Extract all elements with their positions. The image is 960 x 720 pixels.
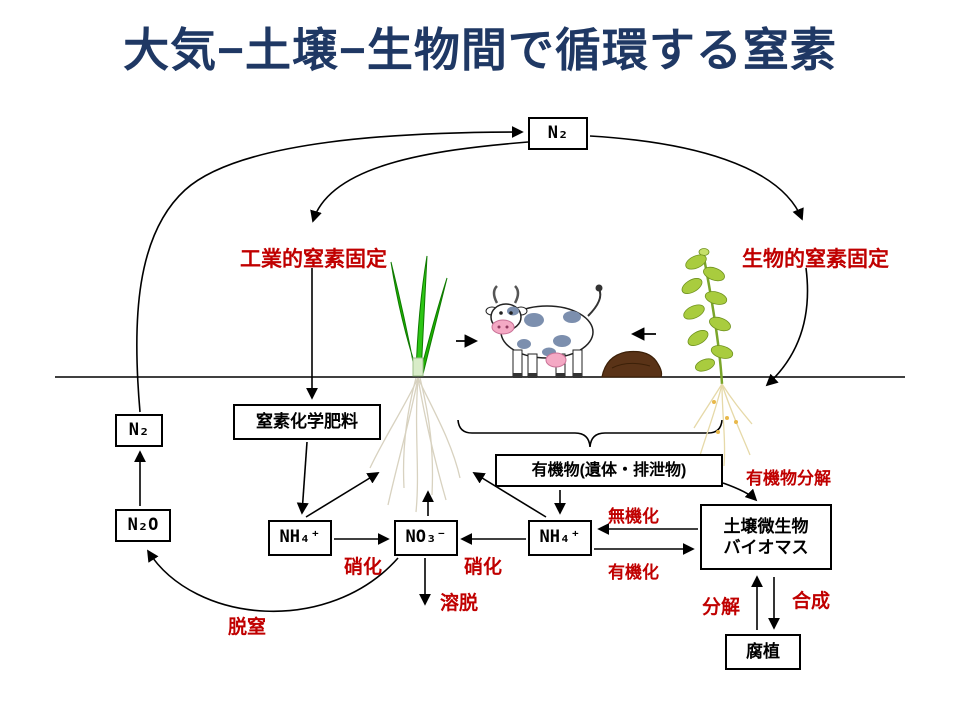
box-nh4-left-label: NH₄⁺: [279, 527, 321, 548]
label-mineralization: 無機化: [608, 507, 659, 526]
label-organic-matter-decomposition: 有機物分解: [746, 469, 831, 488]
arrow-denitrification: [147, 549, 399, 613]
box-chemical-fertilizer-label: 窒素化学肥料: [256, 412, 358, 432]
label-decomposition: 分解: [702, 597, 741, 618]
box-nh4-right: NH₄⁺: [528, 520, 592, 556]
brace-organic-sources: [457, 419, 723, 448]
label-industrial-nitrogen-fixation: 工業的窒素固定: [240, 248, 387, 271]
arrow-fertilizer-to-nh4: [296, 441, 309, 515]
box-n2o-label: N₂O: [127, 514, 159, 535]
label-nitrification-right: 硝化: [464, 557, 503, 578]
manure-image: [601, 350, 663, 378]
box-no3: NO₃⁻: [394, 520, 458, 556]
arrow-n2-to-biological-fixation: [589, 135, 804, 221]
cow-image: [485, 284, 603, 378]
label-synthesis: 合成: [792, 591, 831, 612]
box-microbes-line1: 土壌微生物: [723, 516, 809, 536]
label-leaching: 溶脱: [440, 593, 479, 614]
box-no3-label: NO₃⁻: [405, 527, 447, 548]
box-nh4-left: NH₄⁺: [268, 520, 332, 556]
box-n2-soil-label: N₂: [128, 419, 150, 440]
box-humus: 腐植: [725, 634, 801, 670]
crop-plant-image: [369, 255, 461, 513]
label-immobilization: 有機化: [608, 563, 659, 582]
box-organic-matter-label: 有機物(遺体・排泄物): [531, 461, 687, 479]
label-biological-nitrogen-fixation: 生物的窒素固定: [742, 248, 889, 271]
box-n2-atmosphere: N₂: [528, 117, 588, 150]
label-nitrification-left: 硝化: [344, 557, 383, 578]
box-humus-label: 腐植: [746, 642, 780, 662]
arrow-nh4a-uptake: [305, 472, 380, 518]
box-nh4-right-label: NH₄⁺: [539, 527, 581, 548]
box-n2-atmosphere-label: N₂: [547, 122, 569, 143]
page-title: 大気−土壌−生物間で循環する窒素: [123, 24, 837, 76]
arrow-nh4b-uptake: [472, 472, 547, 518]
arrow-n2-return-to-atmosphere: [135, 126, 524, 413]
box-chemical-fertilizer: 窒素化学肥料: [233, 404, 381, 440]
arrow-organic-decomposition: [722, 482, 758, 502]
box-microbes-line2: バイオマス: [723, 538, 809, 557]
box-n2o: N₂O: [115, 509, 171, 542]
label-denitrification: 脱窒: [228, 617, 267, 638]
arrow-n2-to-industrial-fixation: [310, 141, 529, 223]
box-n2-soil: N₂: [115, 414, 163, 447]
arrow-biological-to-legume-roots: [765, 267, 809, 387]
box-organic-matter: 有機物(遺体・排泄物): [495, 454, 723, 487]
legume-plant-image: [681, 248, 753, 467]
box-soil-microbial-biomass: 土壌微生物 バイオマス: [700, 504, 832, 570]
